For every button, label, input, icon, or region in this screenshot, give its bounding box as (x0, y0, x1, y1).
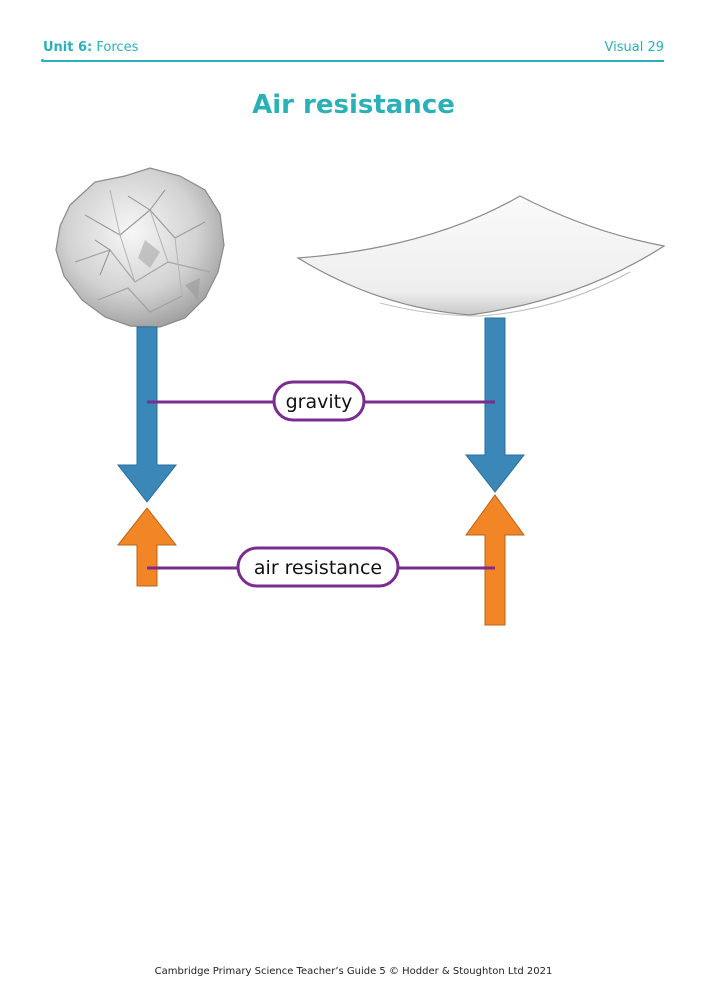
header-rule-dot (41, 59, 44, 62)
visual-number: Visual 29 (604, 40, 664, 55)
gravity-label-pill (272, 380, 366, 422)
gravity-label: gravity (272, 380, 366, 422)
gravity-label-text: gravity (286, 391, 353, 413)
air-resistance-label-pill (236, 546, 400, 588)
unit-name: Forces (96, 40, 139, 55)
flat-paper-sheet (296, 195, 666, 317)
crumpled-paper-ball (55, 167, 225, 328)
air-resistance-arrow-sheet (465, 494, 525, 626)
unit-label: Unit 6: Forces (43, 40, 138, 55)
page-footer: Cambridge Primary Science Teacher’s Guid… (154, 966, 553, 977)
air-resistance-label-text: air resistance (254, 557, 382, 579)
gravity-arrow-sheet (464, 317, 526, 493)
air-resistance-arrow-ball (116, 507, 178, 587)
unit-prefix: Unit 6: (43, 40, 93, 55)
page-header: Unit 6: Forces Visual 29 (43, 40, 664, 60)
gravity-arrow-ball (116, 326, 178, 503)
page-title: Air resistance (252, 90, 455, 120)
air-resistance-label: air resistance (236, 546, 400, 588)
header-rule (43, 60, 664, 62)
